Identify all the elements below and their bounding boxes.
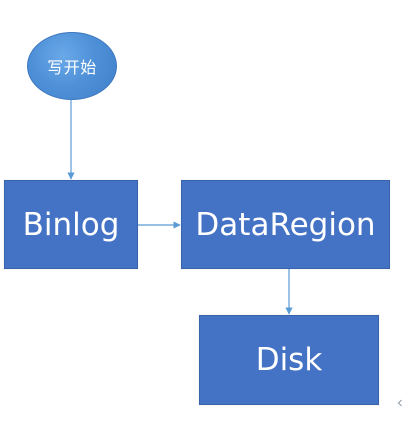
start-node-label: 写开始: [47, 58, 97, 77]
dataregion-node-label: DataRegion: [195, 206, 376, 243]
start-node: 写开始: [27, 32, 117, 100]
disk-node: Disk: [199, 315, 379, 405]
disk-node-label: Disk: [255, 342, 323, 378]
dataregion-node: DataRegion: [181, 180, 390, 269]
chevron-left-icon: [397, 399, 402, 407]
binlog-node: Binlog: [4, 180, 138, 269]
binlog-node-label: Binlog: [22, 206, 120, 243]
